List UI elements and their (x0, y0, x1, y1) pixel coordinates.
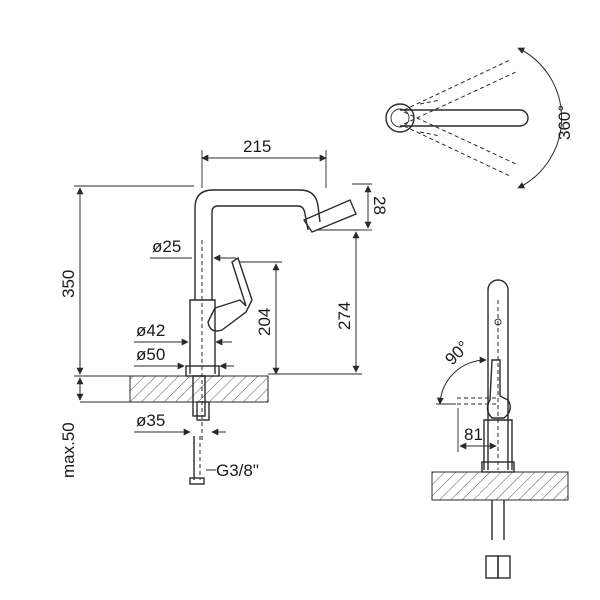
label-215: 215 (243, 137, 271, 156)
label-28: 28 (370, 196, 389, 215)
top-view-spout-rotated-up (403, 59, 511, 111)
label-max50: max.50 (59, 422, 78, 478)
spout (194, 189, 321, 300)
top-view-inner-circle (390, 108, 410, 128)
front-view: 90° 81 (431, 279, 569, 579)
rotation-arc (517, 47, 563, 189)
front-spout (487, 279, 509, 470)
spout-tip (302, 199, 357, 233)
label-81: 81 (464, 425, 483, 444)
tilt-arc (436, 356, 487, 405)
label-dia25: ø25 (152, 237, 181, 256)
label-274: 274 (335, 302, 354, 330)
top-view-base-circle (385, 103, 415, 133)
label-thread: G3/8" (216, 461, 259, 480)
label-tilt: 90° (441, 337, 473, 369)
front-handle (486, 359, 511, 419)
shank (192, 375, 206, 417)
label-dia35: ø35 (136, 411, 165, 430)
top-view-spout-rotated-down (403, 111, 517, 165)
side-view: 215 28 350 max.50 ø25 204 274 ø42 (59, 137, 389, 485)
counter-slab (129, 375, 269, 403)
front-counter-slab (431, 471, 569, 501)
label-204: 204 (255, 308, 274, 336)
label-dia50: ø50 (136, 345, 165, 364)
handle-lever (207, 256, 253, 332)
top-view: 360° (385, 47, 574, 189)
top-view-spout (400, 109, 529, 127)
label-350: 350 (59, 270, 78, 298)
label-dia42: ø42 (136, 321, 165, 340)
rotation-label: 360° (555, 105, 574, 140)
